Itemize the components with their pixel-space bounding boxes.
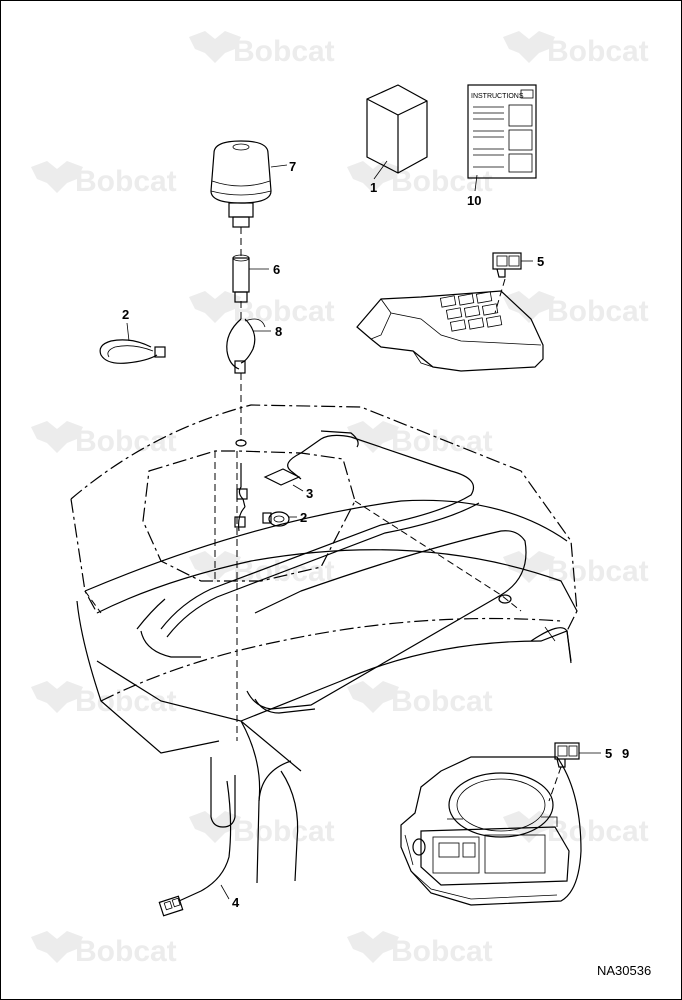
watermark: Bobcat: [347, 161, 493, 198]
watermark-text: Bobcat: [547, 295, 649, 328]
watermark: Bobcat: [31, 931, 177, 968]
part-pad: [263, 468, 304, 492]
part-harness-inner: [234, 463, 248, 532]
watermark: Bobcat: [503, 31, 649, 68]
assembly-line: [494, 278, 506, 314]
part-box: [366, 84, 428, 180]
part-instructions-sheet: INSTRUCTIONS: [467, 84, 537, 192]
watermark-text: Bobcat: [233, 815, 335, 848]
callout-part-8: 8: [275, 324, 282, 339]
callout-part-3: 3: [306, 486, 313, 501]
watermark-text: Bobcat: [547, 555, 649, 588]
part-switch-panel: [356, 290, 544, 372]
callout-part-5-top: 5: [537, 254, 544, 269]
cab-roof: [70, 404, 578, 884]
bobcat-logo-icon: [503, 291, 555, 323]
watermark: Bobcat: [31, 161, 177, 198]
watermark: Bobcat: [503, 291, 649, 328]
part-switch-bottom: [554, 742, 601, 768]
bobcat-logo-icon: [347, 931, 399, 963]
watermark-text: Bobcat: [391, 425, 493, 458]
watermark-text: Bobcat: [391, 935, 493, 968]
watermark-text: Bobcat: [233, 35, 335, 68]
figure-reference: NA30536: [597, 963, 651, 978]
bobcat-logo-icon: [31, 931, 83, 963]
bobcat-logo-icon: [189, 291, 241, 323]
bobcat-logo-icon: [503, 811, 555, 843]
part-beacon: [210, 140, 288, 228]
bobcat-logo-icon: [31, 421, 83, 453]
callout-part-7: 7: [289, 159, 296, 174]
callout-part-2-mid: 2: [300, 510, 307, 525]
watermark-layer: Bobcat Bobcat Bobcat Bobcat Bobcat Bobca…: [31, 31, 649, 968]
watermark: Bobcat: [347, 931, 493, 968]
callout-part-9: 9: [622, 746, 629, 761]
watermark: Bobcat: [189, 291, 335, 328]
assembly-line: [548, 766, 562, 802]
bobcat-logo-icon: [189, 31, 241, 63]
bobcat-logo-icon: [347, 421, 399, 453]
bobcat-logo-icon: [503, 31, 555, 63]
watermark-text: Bobcat: [75, 425, 177, 458]
instructions-label: INSTRUCTIONS: [471, 93, 524, 100]
watermark: Bobcat: [347, 681, 493, 718]
bobcat-logo-icon: [347, 161, 399, 193]
watermark-text: Bobcat: [75, 935, 177, 968]
callout-part-2-left: 2: [122, 307, 129, 322]
bobcat-logo-icon: [189, 811, 241, 843]
assembly-line: [84, 590, 102, 614]
part-cable-tie: [99, 322, 166, 364]
watermark: Bobcat: [31, 681, 177, 718]
part-harness-connector: [226, 318, 271, 374]
callout-part-4: 4: [232, 895, 240, 910]
watermark: Bobcat: [189, 31, 335, 68]
part-lower-switch-panel: [400, 756, 582, 906]
watermark-text: Bobcat: [391, 685, 493, 718]
watermark-text: Bobcat: [75, 685, 177, 718]
part-cable-tie: [262, 511, 297, 527]
watermark: Bobcat: [189, 811, 335, 848]
watermark-text: Bobcat: [75, 165, 177, 198]
callout-part-10: 10: [467, 193, 481, 208]
part-switch-top: [492, 252, 533, 278]
bobcat-logo-icon: [31, 161, 83, 193]
callout-part-1: 1: [370, 180, 377, 195]
callout-part-5-bottom: 5: [605, 746, 612, 761]
callout-part-6: 6: [273, 262, 280, 277]
watermark-text: Bobcat: [391, 165, 493, 198]
assembly-line: [354, 500, 522, 612]
watermark: Bobcat: [347, 421, 493, 458]
callout-labels: 1 10 7 6 5 2 8 3 2 5 9 4: [122, 159, 629, 910]
bobcat-logo-icon: [31, 681, 83, 713]
watermark: Bobcat: [503, 811, 649, 848]
bobcat-logo-icon: [347, 681, 399, 713]
watermark: Bobcat: [31, 421, 177, 458]
bobcat-logo-icon: [503, 551, 555, 583]
part-wiring-harness: [158, 780, 232, 917]
watermark-text: Bobcat: [547, 35, 649, 68]
watermark-text: Bobcat: [233, 295, 335, 328]
watermark-text: Bobcat: [547, 815, 649, 848]
watermark: Bobcat: [503, 551, 649, 588]
